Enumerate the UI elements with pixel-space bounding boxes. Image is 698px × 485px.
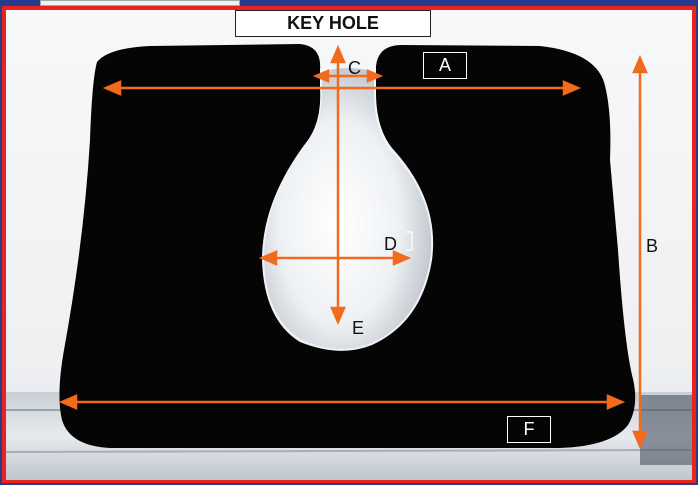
- page-title: KEY HOLE: [235, 10, 431, 37]
- keyhole-opening: [264, 68, 432, 349]
- label-d: D: [384, 234, 397, 254]
- label-a: A: [423, 52, 467, 79]
- cushion-silhouette: [59, 44, 636, 448]
- label-f: F: [507, 416, 551, 443]
- label-e: E: [352, 318, 365, 338]
- label-c: C: [348, 58, 361, 78]
- top-strip: [40, 0, 240, 6]
- dimension-arrows: [58, 44, 648, 450]
- label-b: B: [646, 236, 659, 256]
